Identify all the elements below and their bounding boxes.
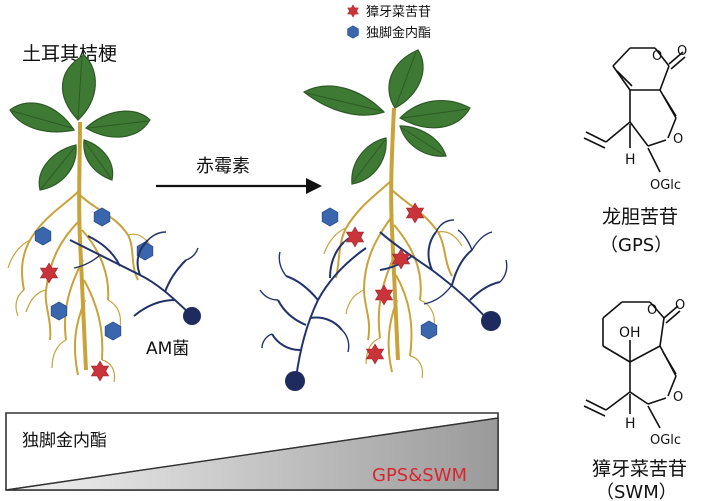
right-plant-stem <box>389 107 400 361</box>
left-plant-leaves <box>9 54 151 191</box>
hexagon-icon <box>93 207 111 227</box>
star-icon <box>40 262 58 284</box>
gps-carbonyl-oxygen: O <box>677 44 687 59</box>
hexagon-icon <box>104 321 122 341</box>
swm-carbonyl-oxygen: O <box>675 298 685 313</box>
swm-abbreviation: （SWM） <box>596 482 677 501</box>
gps-structure-labels: O O O H OGlc 龙胆苦苷 （GPS） <box>600 44 687 256</box>
hexagon-icon <box>420 320 438 340</box>
swm-ring-oxygen: O <box>647 303 657 318</box>
right-fungus-spore-right <box>481 311 501 331</box>
left-plant: AM菌 <box>7 54 201 383</box>
treatment-arrow: 赤霉素 <box>156 156 322 194</box>
right-am-fungus-left <box>259 234 367 379</box>
gps-ring-oxygen: O <box>652 49 662 64</box>
gradient-bottom-label: GPS&SWM <box>372 465 467 486</box>
left-plant-stem <box>77 121 88 371</box>
left-fungus-spore <box>183 307 201 325</box>
gradient-top-label: 独脚金内酯 <box>22 431 107 451</box>
swm-h-label: H <box>625 416 636 432</box>
star-icon <box>346 226 364 248</box>
left-plant-roots <box>7 189 153 383</box>
gps-abbreviation: （GPS） <box>600 235 672 256</box>
gps-oglc-label: OGlc <box>650 178 681 193</box>
gps-h-label: H <box>625 152 636 168</box>
hexagon-icon <box>34 226 52 246</box>
swm-structure-labels: O O O OH H OGlc 獐牙菜苦苷 （SWM） <box>592 298 687 501</box>
right-fungus-spore-left <box>285 371 305 391</box>
star-icon <box>406 202 424 224</box>
legend-star-label: 獐牙菜苦苷 <box>366 4 431 20</box>
arrow-label: 赤霉素 <box>196 156 250 177</box>
left-am-fungus <box>69 231 199 317</box>
right-plant <box>259 49 508 391</box>
swm-lower-oxygen: O <box>673 390 683 405</box>
star-icon <box>375 284 393 306</box>
gradient-bar: 独脚金内酯 GPS&SWM <box>5 412 499 491</box>
star-icon <box>91 360 109 382</box>
right-plant-leaves <box>302 49 471 185</box>
swm-oh-label: OH <box>619 325 641 341</box>
kaempferol-hexagon-icon <box>347 25 359 39</box>
plant-title: 土耳其桔梗 <box>22 43 117 65</box>
hexagon-icon <box>321 207 339 227</box>
hexagon-icon <box>50 301 68 321</box>
right-am-fungus-right <box>379 219 508 321</box>
swm-structure <box>583 301 681 429</box>
swm-oglc-label: OGlc <box>650 433 681 448</box>
swertiamarin-star-icon <box>347 4 359 18</box>
legend: 獐牙菜苦苷 独脚金内酯 <box>347 4 431 41</box>
am-fungus-label: AM菌 <box>146 339 189 359</box>
gps-structure <box>583 47 686 173</box>
legend-hexagon-label: 独脚金内酯 <box>366 25 431 41</box>
swm-name: 獐牙菜苦苷 <box>592 458 687 480</box>
gps-name: 龙胆苦苷 <box>602 206 678 228</box>
gps-lower-oxygen: O <box>673 132 683 147</box>
